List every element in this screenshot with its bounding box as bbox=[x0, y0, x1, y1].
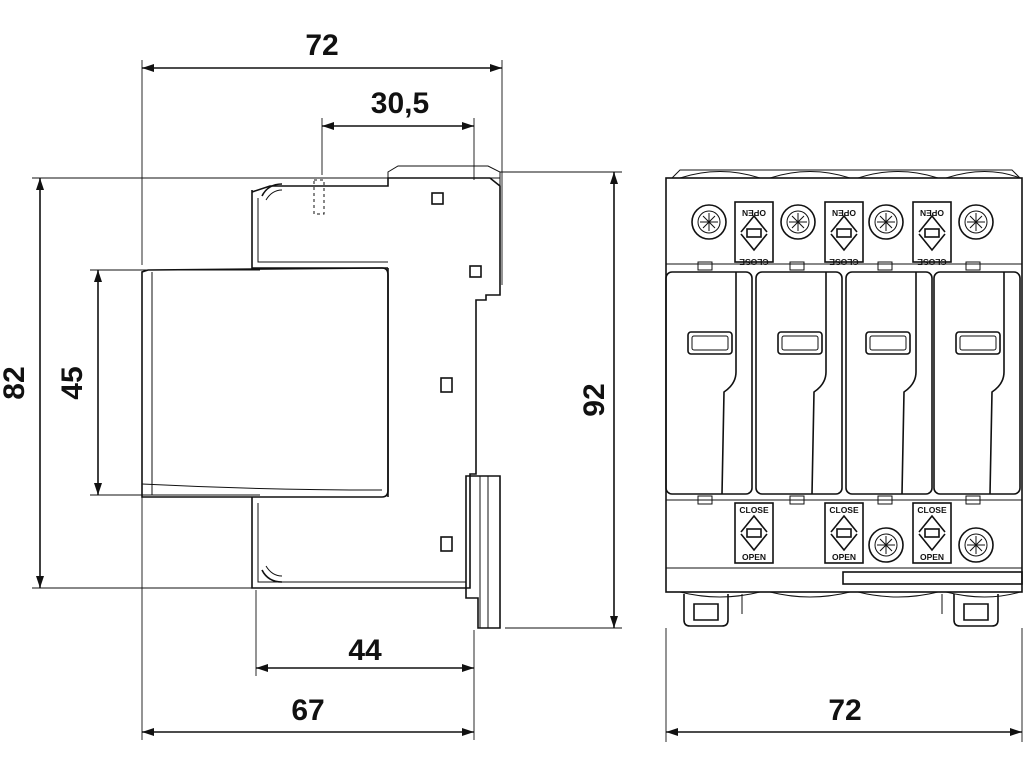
switch-open-label: OPEN bbox=[920, 552, 944, 562]
switch-close-label: CLOSE bbox=[829, 505, 859, 515]
dim-front-width: 72 bbox=[665, 628, 1023, 742]
module-3 bbox=[845, 271, 933, 495]
switch-open-label: OPEN bbox=[742, 208, 766, 218]
switch-top-3: OPEN CLOSE bbox=[912, 201, 952, 267]
switch-open-label: OPEN bbox=[832, 552, 856, 562]
screw-icon bbox=[691, 204, 727, 240]
switch-close-label: CLOSE bbox=[917, 257, 947, 267]
screw-icon bbox=[868, 204, 904, 240]
screw-icon bbox=[868, 527, 904, 563]
dim-44: 44 bbox=[348, 634, 382, 667]
switch-open-label: OPEN bbox=[920, 208, 944, 218]
switch-bottom-1: CLOSE OPEN bbox=[734, 502, 774, 564]
screw-icon bbox=[958, 204, 994, 240]
switch-close-label: CLOSE bbox=[739, 257, 769, 267]
switch-bottom-3: CLOSE OPEN bbox=[912, 502, 952, 564]
switch-top-2: OPEN CLOSE bbox=[824, 201, 864, 267]
switch-open-label: OPEN bbox=[832, 208, 856, 218]
dim-72-top: 72 bbox=[305, 29, 338, 62]
screw-icon bbox=[780, 204, 816, 240]
module-4 bbox=[933, 271, 1021, 495]
switch-top-1: OPEN CLOSE bbox=[734, 201, 774, 267]
switch-close-label: CLOSE bbox=[829, 257, 859, 267]
screw-icon bbox=[958, 527, 994, 563]
side-body bbox=[141, 165, 501, 629]
side-view: 72 30,5 82 45 44 bbox=[0, 29, 622, 740]
switch-close-label: CLOSE bbox=[739, 505, 769, 515]
module-1 bbox=[665, 271, 753, 495]
front-view: 72 OPEN CLOSE bbox=[665, 169, 1023, 742]
switch-close-label: CLOSE bbox=[917, 505, 947, 515]
dim-45: 45 bbox=[56, 366, 89, 399]
dim-front-height: 45 bbox=[56, 269, 260, 496]
dim-overall-width: 72 bbox=[141, 29, 503, 285]
dim-72-bottom: 72 bbox=[828, 694, 861, 727]
dim-depth-to-rail: 67 bbox=[141, 495, 474, 740]
switch-open-label: OPEN bbox=[742, 552, 766, 562]
dim-terminal-offset: 30,5 bbox=[321, 87, 475, 180]
dim-rail-height: 92 bbox=[500, 171, 622, 629]
dim-inner-depth: 44 bbox=[255, 590, 475, 740]
dim-67: 67 bbox=[291, 694, 324, 727]
dim-82: 82 bbox=[0, 366, 31, 399]
dim-92: 92 bbox=[578, 383, 611, 416]
module-2 bbox=[755, 271, 843, 495]
dim-30-5: 30,5 bbox=[371, 87, 429, 120]
switch-bottom-2: CLOSE OPEN bbox=[824, 502, 864, 564]
